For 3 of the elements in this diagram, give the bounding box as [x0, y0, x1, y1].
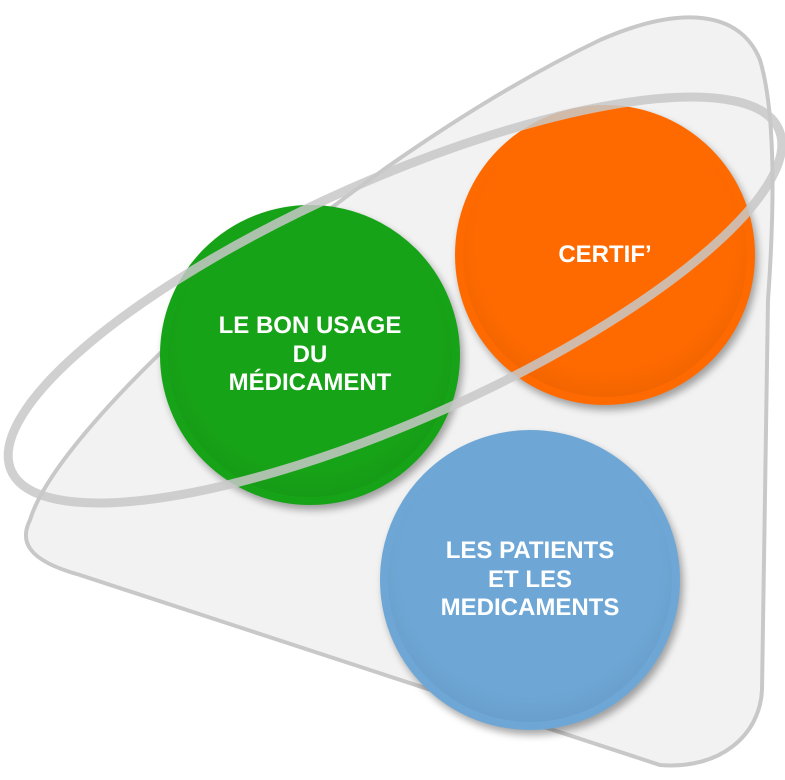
- circle-label: LE BON USAGE DU MÉDICAMENT: [218, 312, 402, 398]
- circle-label: CERTIF’: [557, 240, 653, 270]
- circle-label: LES PATIENTS ET LES MEDICAMENTS: [440, 536, 620, 624]
